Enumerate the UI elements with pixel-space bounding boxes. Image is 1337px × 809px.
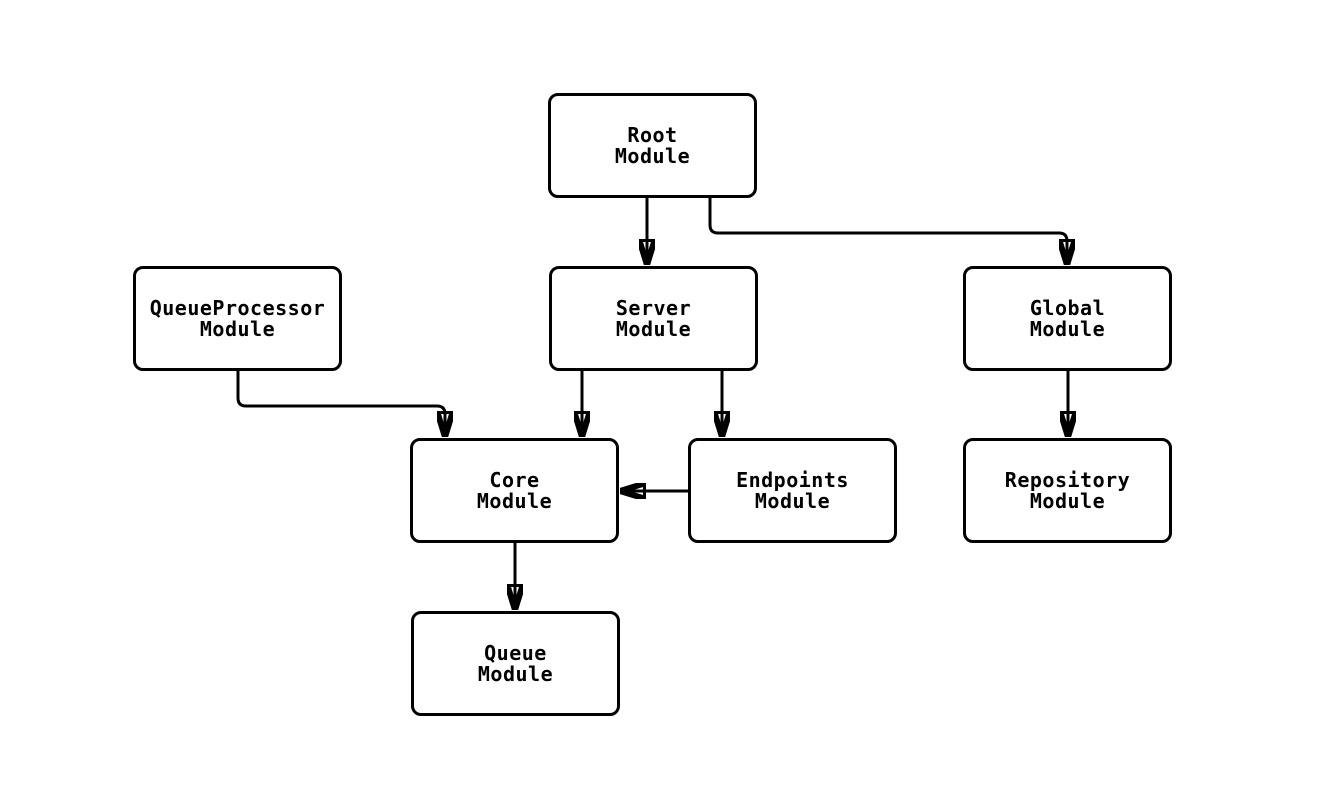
node-repository-module: Repository Module: [963, 438, 1172, 543]
node-queue-module-label: Queue Module: [477, 640, 554, 686]
node-queue-module: Queue Module: [411, 611, 620, 716]
node-queueprocessor-module: QueueProcessor Module: [133, 266, 342, 371]
edge-root-to-global: [708, 196, 1067, 261]
node-endpoints-module: Endpoints Module: [688, 438, 897, 543]
node-queueprocessor-module-label: QueueProcessor Module: [149, 295, 326, 341]
node-server-module-label: Server Module: [615, 295, 692, 341]
node-global-module: Global Module: [963, 266, 1172, 371]
node-root-module-label: Root Module: [614, 122, 691, 168]
node-core-module: Core Module: [410, 438, 619, 543]
node-server-module: Server Module: [549, 266, 758, 371]
node-root-module: Root Module: [548, 93, 757, 198]
node-endpoints-module-label: Endpoints Module: [736, 467, 849, 513]
edge-queueprocessor-to-core: [236, 368, 445, 433]
node-global-module-label: Global Module: [1029, 295, 1106, 341]
node-core-module-label: Core Module: [476, 467, 553, 513]
node-repository-module-label: Repository Module: [1004, 467, 1131, 513]
